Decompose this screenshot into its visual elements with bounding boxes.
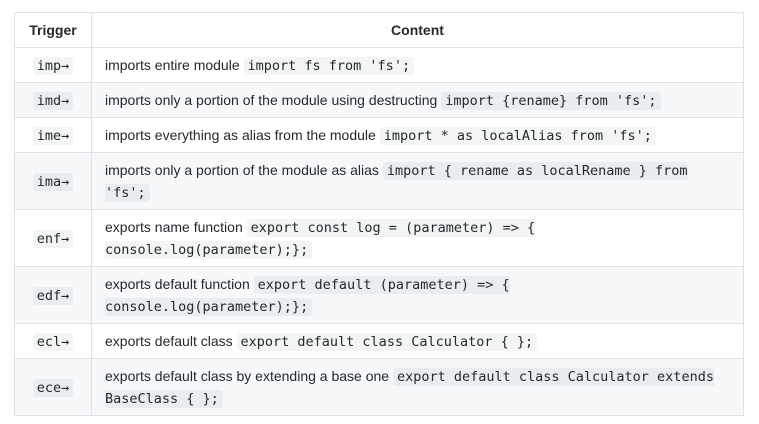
- trigger-cell: imp→: [14, 47, 92, 83]
- table-row: imp→ imports entire module import fs from…: [14, 47, 744, 83]
- inline-code: export default class Calculator { };: [236, 333, 538, 351]
- table-row: edf→ exports default function export defa…: [14, 266, 744, 324]
- content-text: exports default class by extending a bas…: [105, 368, 393, 384]
- trigger-code: ece→: [32, 379, 74, 397]
- content-text: exports name function: [105, 219, 247, 235]
- table-header-row: Trigger Content: [14, 12, 744, 48]
- trigger-code: imp→: [32, 57, 74, 75]
- trigger-cell: enf→: [14, 209, 92, 267]
- table-row: ece→ exports default class by extending a…: [14, 358, 744, 416]
- content-cell: imports only a portion of the module usi…: [91, 82, 744, 118]
- content-cell: exports default class by extending a bas…: [91, 358, 744, 416]
- trigger-code: imd→: [32, 92, 74, 110]
- trigger-cell: ime→: [14, 117, 92, 153]
- trigger-cell: ecl→: [14, 323, 92, 359]
- content-column-header: Content: [91, 12, 744, 48]
- content-cell: imports only a portion of the module as …: [91, 152, 744, 210]
- trigger-cell: ima→: [14, 152, 92, 210]
- content-cell: imports entire module import fs from 'fs…: [91, 47, 744, 83]
- inline-code: import fs from 'fs';: [243, 57, 415, 75]
- table-body: imp→ imports entire module import fs from…: [14, 47, 744, 416]
- trigger-cell: ece→: [14, 358, 92, 416]
- content-cell: exports name function export const log =…: [91, 209, 744, 267]
- inline-code: import * as localAlias from 'fs';: [379, 127, 656, 145]
- content-cell: imports everything as alias from the mod…: [91, 117, 744, 153]
- trigger-cell: imd→: [14, 82, 92, 118]
- trigger-code: edf→: [32, 287, 74, 305]
- content-cell: exports default function export default …: [91, 266, 744, 324]
- table-row: imd→ imports only a portion of the module…: [14, 82, 744, 118]
- content-text: imports only a portion of the module usi…: [105, 92, 442, 108]
- inline-code: import {rename} from 'fs';: [441, 92, 661, 110]
- snippets-table: Trigger Content imp→ imports entire modul…: [14, 12, 744, 416]
- trigger-code: ime→: [32, 127, 74, 145]
- table-row: enf→ exports name function export const l…: [14, 209, 744, 267]
- trigger-code: ima→: [32, 173, 74, 191]
- trigger-code: ecl→: [32, 333, 74, 351]
- content-text: imports only a portion of the module as …: [105, 162, 383, 178]
- content-cell: exports default class export default cla…: [91, 323, 744, 359]
- table-row: ima→ imports only a portion of the module…: [14, 152, 744, 210]
- trigger-code: enf→: [32, 230, 74, 248]
- content-text: exports default function: [105, 276, 254, 292]
- trigger-cell: edf→: [14, 266, 92, 324]
- content-text: imports everything as alias from the mod…: [105, 127, 380, 143]
- content-text: exports default class: [105, 333, 237, 349]
- content-text: imports entire module: [105, 57, 244, 73]
- table-row: ime→ imports everything as alias from the…: [14, 117, 744, 153]
- table-row: ecl→ exports default class export default…: [14, 323, 744, 359]
- trigger-column-header: Trigger: [14, 12, 92, 48]
